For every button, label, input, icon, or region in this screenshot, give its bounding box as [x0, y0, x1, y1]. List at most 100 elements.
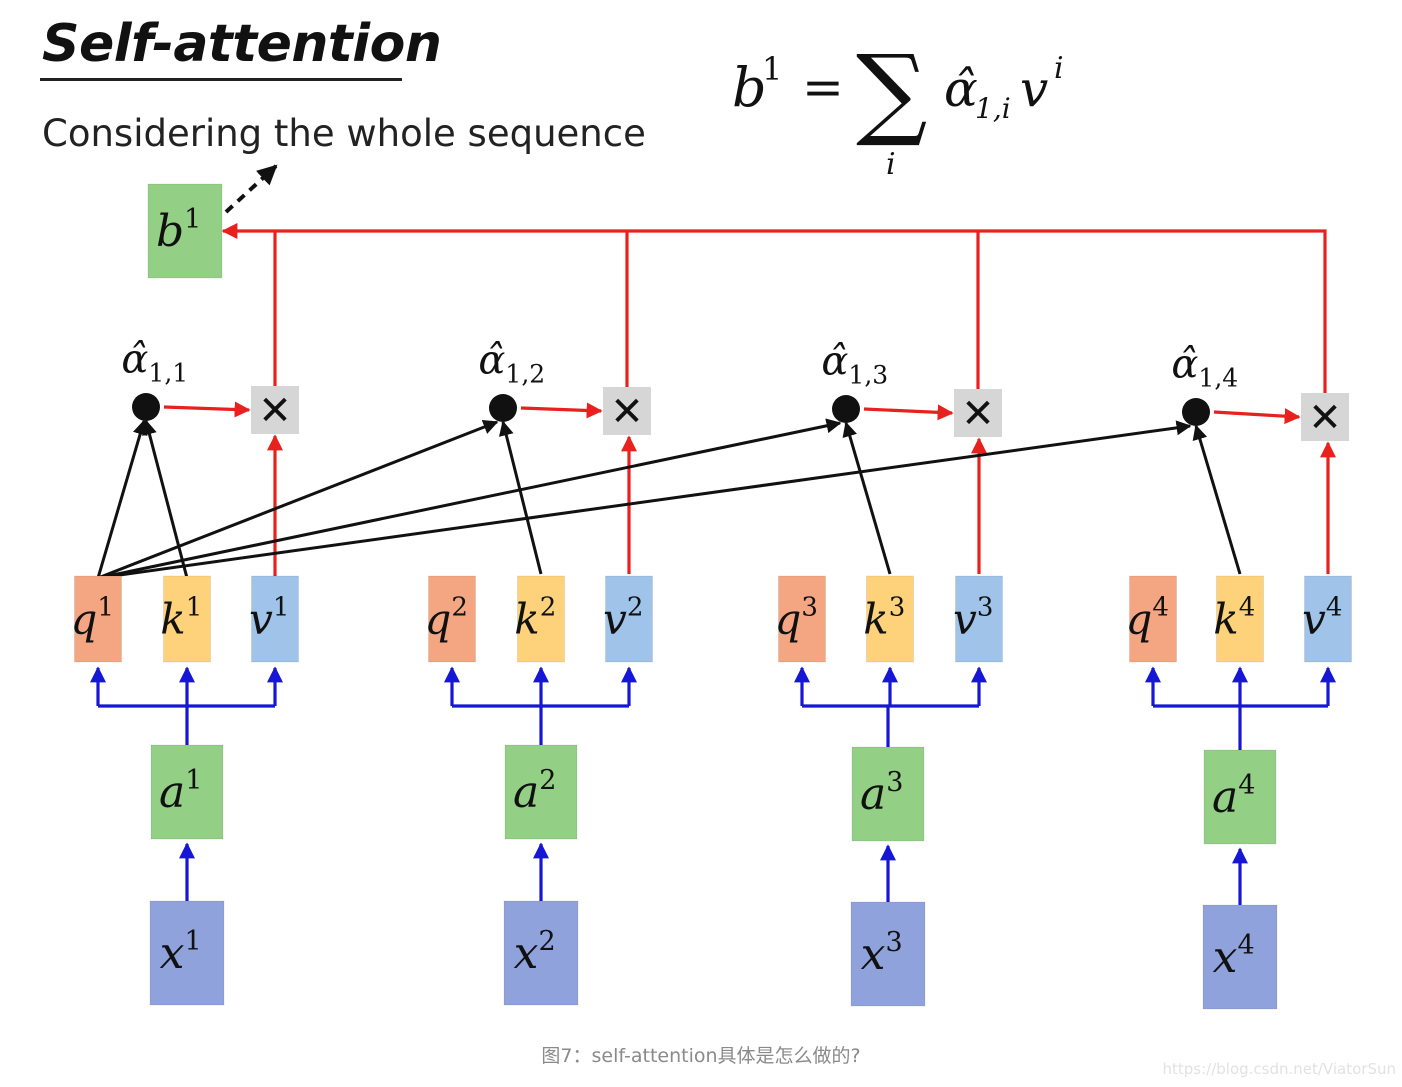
- multiply-box-4: [1301, 393, 1349, 441]
- q1-to-dot-3: [97, 418, 842, 580]
- node-x3-label: x3: [861, 927, 903, 980]
- node-q1-box: [74, 575, 122, 663]
- node-a4: a4: [1203, 749, 1277, 845]
- node-x1-box: [149, 900, 225, 1006]
- node-a1: a1: [150, 744, 224, 840]
- node-k1-label: k1: [160, 592, 202, 643]
- node-v1: v1: [249, 575, 299, 663]
- node-q1: q1: [71, 575, 122, 663]
- title-underline: [40, 78, 402, 81]
- node-q4: q4: [1126, 575, 1177, 663]
- node-a2-label: a2: [513, 765, 556, 818]
- node-x2: x2: [503, 900, 579, 1006]
- k-to-dot-3: [842, 421, 892, 575]
- node-x4: x4: [1202, 904, 1278, 1010]
- formula-v-sup: i: [1054, 51, 1064, 86]
- formula-alpha: α̂: [944, 60, 978, 118]
- node-a3: a3: [851, 746, 925, 842]
- node-k2-box: [517, 575, 565, 663]
- node-k3-box: [866, 575, 914, 663]
- node-v4-box: [1304, 575, 1352, 663]
- alpha-dot-2: [489, 394, 517, 422]
- node-v3: v3: [953, 575, 1003, 663]
- node-a2: a2: [504, 744, 578, 840]
- alpha-dot-3: [832, 395, 860, 423]
- formula-lhs: b: [732, 56, 767, 119]
- node-b1-label: b1: [156, 204, 201, 257]
- figure-caption: 图7：self-attention具体是怎么做的?: [541, 1045, 861, 1067]
- node-v1-label: v1: [249, 592, 289, 643]
- node-q4-box: [1129, 575, 1177, 663]
- node-v2-label: v2: [603, 592, 643, 643]
- multiply-box-1: [251, 386, 299, 434]
- alpha-dot-1: [132, 393, 160, 421]
- b1-output-arrow: [224, 164, 278, 214]
- node-x3-box: [850, 901, 926, 1007]
- multiply-symbol-3: ✕: [961, 391, 995, 437]
- multiply-symbol-1: ✕: [258, 388, 292, 434]
- node-v3-box: [955, 575, 1003, 663]
- multiply-symbol-4: ✕: [1308, 395, 1342, 441]
- q1-to-dot-2: [97, 419, 499, 580]
- node-b1: b1: [147, 183, 223, 279]
- node-b1-box: [147, 183, 223, 279]
- node-q2-label: q2: [425, 592, 468, 643]
- alpha-to-mul-4: [1213, 408, 1301, 425]
- multiply-node-4: ✕: [1301, 393, 1349, 441]
- multiply-node-1: ✕: [251, 386, 299, 434]
- node-x1-label: x1: [160, 926, 202, 979]
- multiply-symbol-2: ✕: [610, 389, 644, 435]
- node-q4-label: q4: [1126, 592, 1169, 643]
- multiply-box-3: [954, 389, 1002, 437]
- q1-to-dot-4: [97, 420, 1192, 580]
- formula: b 1 = ∑ i α̂ 1,i v i: [732, 34, 1064, 182]
- k-to-dot-2: [498, 420, 543, 575]
- multiply-node-2: ✕: [603, 387, 651, 435]
- formula-sigma: ∑: [856, 34, 927, 150]
- node-x2-label: x2: [514, 926, 556, 979]
- alpha-label-4: α̂1,4: [1171, 342, 1238, 393]
- node-k3: k3: [863, 575, 914, 663]
- alpha-label-1: α̂1,1: [121, 337, 188, 388]
- edge-layer: [90, 164, 1336, 909]
- slide-title: Self-attention: [42, 14, 442, 74]
- slide-subtitle: Considering the whole sequence: [42, 112, 646, 155]
- node-a1-label: a1: [159, 765, 202, 818]
- node-a4-label: a4: [1212, 770, 1255, 823]
- node-k1: k1: [160, 575, 211, 663]
- multiply-node-3: ✕: [954, 389, 1002, 437]
- node-a1-box: [150, 744, 224, 840]
- alpha-to-mul-1: [163, 401, 251, 418]
- watermark: https://blog.csdn.net/ViatorSun: [1162, 1060, 1396, 1078]
- node-a3-box: [851, 746, 925, 842]
- node-v4: v4: [1302, 575, 1352, 663]
- node-q1-label: q1: [71, 592, 114, 643]
- formula-lhs-sup: 1: [762, 50, 782, 88]
- q1-to-dot-1: [96, 419, 148, 579]
- multiply-box-2: [603, 387, 651, 435]
- alpha-to-mul-2: [520, 402, 603, 419]
- node-a3-label: a3: [860, 767, 903, 820]
- formula-sigma-index: i: [886, 147, 896, 182]
- formula-v: v: [1020, 60, 1048, 118]
- alpha-to-mul-3: [863, 404, 954, 421]
- alpha-dot-4: [1182, 398, 1210, 426]
- k-to-dot-1: [142, 419, 189, 579]
- node-k4-box: [1216, 575, 1264, 663]
- node-q2: q2: [425, 575, 476, 663]
- alpha-label-3: α̂1,3: [821, 339, 888, 390]
- node-k2-label: k2: [514, 592, 556, 643]
- node-x1: x1: [149, 900, 225, 1006]
- k-to-dot-4: [1192, 424, 1242, 575]
- node-k2: k2: [514, 575, 565, 663]
- node-q3: q3: [775, 575, 826, 663]
- node-q3-box: [778, 575, 826, 663]
- node-q2-box: [428, 575, 476, 663]
- node-x3: x3: [850, 901, 926, 1007]
- node-x4-box: [1202, 904, 1278, 1010]
- node-q3-label: q3: [775, 592, 818, 643]
- alpha-label-2: α̂1,2: [478, 338, 545, 389]
- node-v4-label: v4: [1302, 592, 1342, 643]
